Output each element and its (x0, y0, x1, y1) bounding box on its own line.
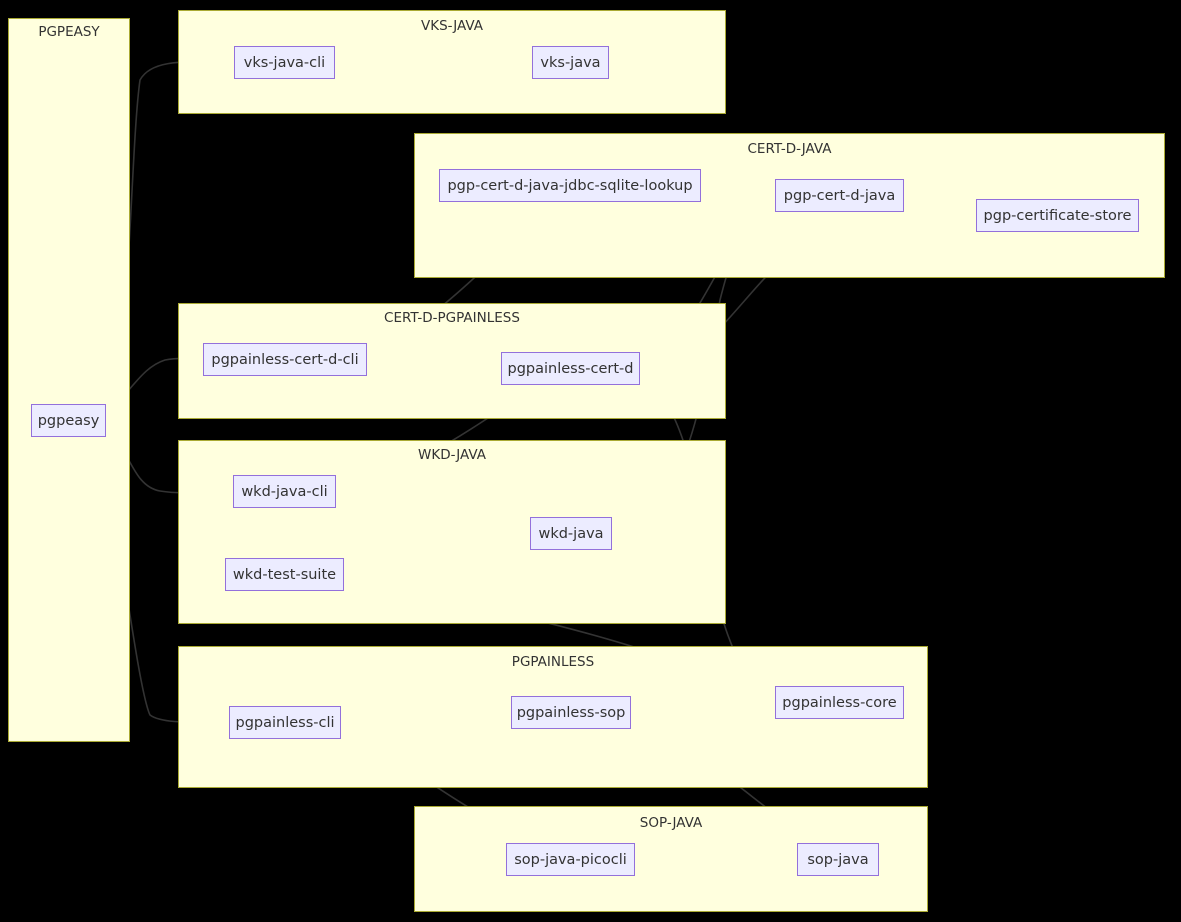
node-wkd-java-cli[interactable]: wkd-java-cli (233, 475, 336, 508)
cluster-label-pgpainless: PGPAINLESS (511, 654, 595, 670)
node-wkd-test-suite[interactable]: wkd-test-suite (225, 558, 344, 591)
node-pgp-cert-d-java[interactable]: pgp-cert-d-java (775, 179, 904, 212)
cluster-label-pgpeasy: PGPEASY (38, 24, 100, 40)
node-pgp-cert-d-java-jdbc-sqlite-lookup[interactable]: pgp-cert-d-java-jdbc-sqlite-lookup (439, 169, 701, 202)
cluster-wkd-java (178, 440, 726, 624)
node-pgp-certificate-store[interactable]: pgp-certificate-store (976, 199, 1139, 232)
node-sop-java-picocli[interactable]: sop-java-picocli (506, 843, 635, 876)
cluster-label-cert-d-pgpainless: CERT-D-PGPAINLESS (384, 310, 520, 326)
node-pgpeasy[interactable]: pgpeasy (31, 404, 106, 437)
node-wkd-java[interactable]: wkd-java (530, 517, 612, 550)
cluster-label-wkd-java: WKD-JAVA (418, 447, 486, 463)
node-pgpainless-cert-d[interactable]: pgpainless-cert-d (501, 352, 640, 385)
node-pgpainless-sop[interactable]: pgpainless-sop (511, 696, 631, 729)
node-pgpainless-cli[interactable]: pgpainless-cli (229, 706, 341, 739)
node-sop-java[interactable]: sop-java (797, 843, 879, 876)
node-vks-java[interactable]: vks-java (532, 46, 609, 79)
node-vks-java-cli[interactable]: vks-java-cli (234, 46, 335, 79)
node-pgpainless-core[interactable]: pgpainless-core (775, 686, 904, 719)
cluster-label-sop-java: SOP-JAVA (639, 815, 703, 831)
cluster-pgpeasy (8, 18, 130, 742)
node-pgpainless-cert-d-cli[interactable]: pgpainless-cert-d-cli (203, 343, 367, 376)
cluster-label-vks-java: VKS-JAVA (420, 18, 483, 34)
cluster-label-cert-d-java: CERT-D-JAVA (747, 141, 832, 157)
